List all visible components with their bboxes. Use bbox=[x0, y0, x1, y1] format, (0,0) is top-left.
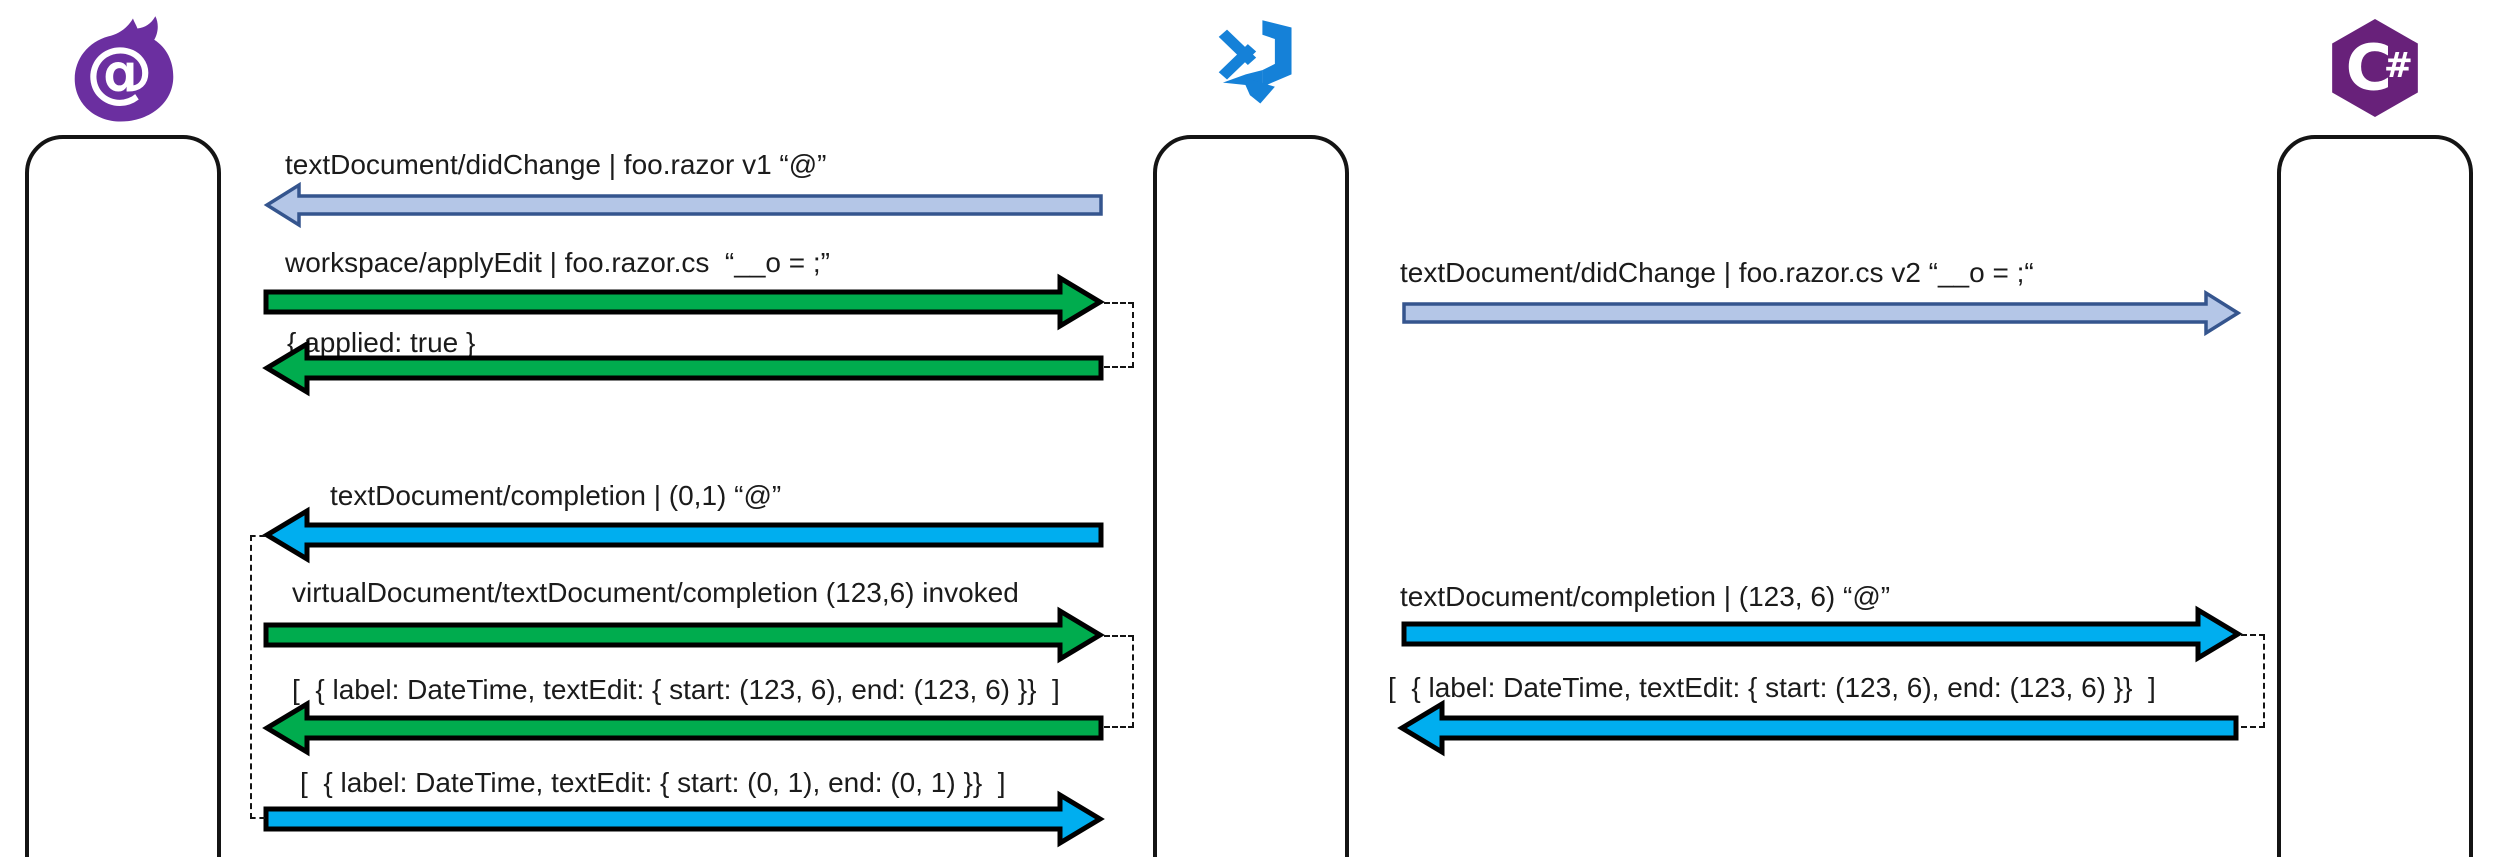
message-label-completion-result-123: [ { label: DateTime, textEdit: { start: … bbox=[292, 674, 1060, 705]
message-label-didchange-razor: textDocument/didChange | foo.razor v1 “@… bbox=[285, 149, 827, 180]
arrow-completion-cs-right bbox=[1401, 605, 2243, 663]
arrow-didchange-cs-right bbox=[1402, 289, 2242, 337]
arrow-applied-true-left bbox=[262, 339, 1104, 397]
arrow-didchange-razor-left bbox=[263, 181, 1103, 229]
csharp-hexagon-icon: C # bbox=[2332, 19, 2418, 117]
message-label-didchange-cs: textDocument/didChange | foo.razor.cs v2… bbox=[1400, 257, 2034, 288]
message-label-completion-cs-result: [ { label: DateTime, textEdit: { start: … bbox=[1388, 672, 2156, 703]
arrow-virtualdocument-completion-right bbox=[263, 606, 1105, 664]
request-response-bracket-completion-cs bbox=[2241, 634, 2265, 728]
arrow-completion-result-123-left bbox=[262, 699, 1104, 757]
arrow-completion-razor-left bbox=[262, 506, 1104, 564]
message-label-completion-result-01: [ { label: DateTime, textEdit: { start: … bbox=[300, 767, 1006, 798]
message-label-completion-razor: textDocument/completion | (0,1) “@” bbox=[330, 480, 782, 511]
message-label-virtualdocument-completion: virtualDocument/textDocument/completion … bbox=[292, 577, 1019, 608]
csharp-lifeline bbox=[2277, 135, 2473, 857]
arrow-completion-cs-result-left bbox=[1397, 699, 2239, 757]
svg-text:C: C bbox=[2346, 30, 2392, 104]
blazor-lifeline bbox=[25, 135, 221, 857]
message-label-completion-cs: textDocument/completion | (123, 6) “@” bbox=[1400, 581, 1891, 612]
request-response-bracket-applyedit bbox=[1104, 302, 1134, 368]
request-response-bracket-virtualdocument bbox=[1104, 635, 1134, 728]
message-label-applied-true: { applied: true } bbox=[287, 327, 476, 358]
vscode-icon bbox=[1218, 20, 1292, 104]
vscode-lifeline bbox=[1153, 135, 1349, 857]
arrow-completion-result-01-right bbox=[263, 790, 1105, 848]
arrow-applyedit-right bbox=[263, 273, 1105, 331]
blazor-at-flame-icon: @ bbox=[74, 16, 174, 122]
request-response-bracket-completion-razor bbox=[250, 535, 265, 819]
svg-text:#: # bbox=[2384, 46, 2413, 86]
message-label-applyedit: workspace/applyEdit | foo.razor.cs “__o … bbox=[285, 247, 830, 278]
svg-text:@: @ bbox=[86, 33, 153, 111]
